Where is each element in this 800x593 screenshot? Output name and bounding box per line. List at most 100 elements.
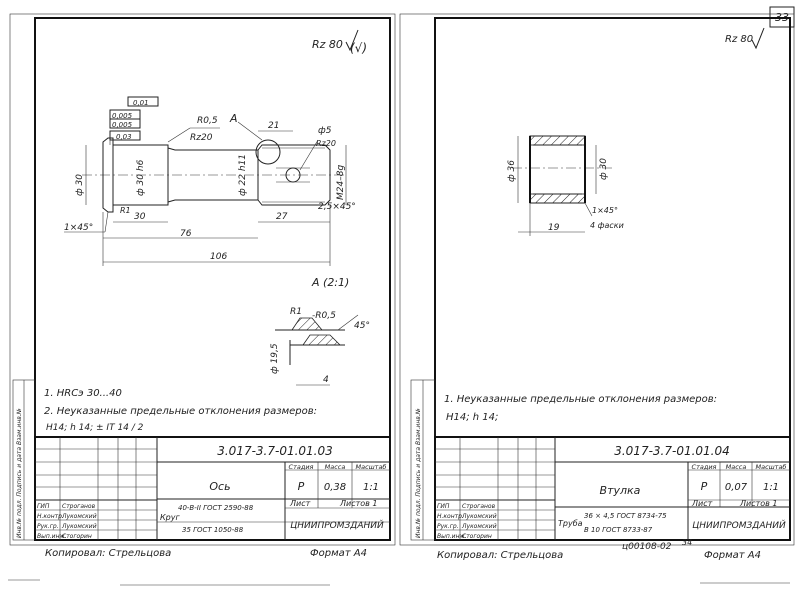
- left-h-mass: Масса: [325, 463, 346, 471]
- left-part-name: Ось: [209, 480, 230, 493]
- right-copied: Копировал: Стрельцова: [437, 550, 563, 561]
- left-person-1: Лукомский: [61, 513, 97, 520]
- right-side-label: Инв.№ подл. Подпись и дата Взам.инв.№: [415, 408, 422, 538]
- right-sheets-label: Листов 1: [739, 499, 778, 508]
- right-sheet-label: Лист: [691, 499, 713, 508]
- left-person-2: Лукомский: [61, 523, 97, 530]
- left-h-scale: Масштаб: [356, 463, 387, 471]
- right-material-bottom: В 10 ГОСТ 8733-87: [584, 526, 653, 534]
- left-material-top: 40-В-II ГОСТ 2590-88: [178, 504, 254, 512]
- left-roughness: Rz 80: [312, 38, 343, 51]
- bushing-drawing: [512, 135, 612, 204]
- tol-2: 0,005: [112, 121, 133, 129]
- tol-3: 0,03: [116, 133, 132, 141]
- dim-21: 21: [268, 121, 279, 131]
- dim-1x45: 1×45°: [64, 223, 93, 233]
- left-side-label: Инв.№ подл. Подпись и дата Взам.инв.№: [16, 408, 23, 538]
- right-note-2: H14; h 14;: [446, 412, 498, 423]
- dim-phi22h11: ф 22 h11: [238, 154, 248, 196]
- left-sheets-label: Листов 1: [339, 499, 378, 508]
- right-material-top: 36 × 4,5 ГОСТ 8734-75: [584, 512, 667, 520]
- right-material-prefix: Труба: [558, 519, 583, 528]
- left-person-3: Стогорин: [62, 533, 92, 540]
- dim-27: 27: [276, 212, 288, 222]
- left-role-0: ГИП: [37, 503, 50, 510]
- detail-4: 4: [323, 375, 329, 385]
- dim-106: 106: [210, 252, 227, 262]
- right-sheet-no: 34: [682, 538, 692, 547]
- right-role-2: Рук.гр.: [437, 523, 459, 530]
- dim-a: A: [229, 112, 238, 125]
- left-outer-border: [9, 13, 396, 546]
- right-org: ЦНИИПРОМЗДАНИЙ: [692, 519, 786, 531]
- left-material-bottom: 35 ГОСТ 1050-88: [182, 526, 244, 534]
- detail-45deg: 45°: [354, 321, 370, 331]
- right-role-1: Н.контр.: [437, 513, 464, 520]
- dim-phi30: ф 30: [75, 174, 85, 196]
- left-org: ЦНИИПРОМЗДАНИЙ: [290, 519, 384, 531]
- dim-rz20a: Rz20: [190, 133, 213, 143]
- detail-a: А (2:1) R1 -R0,5 45° ф 19,5 4: [270, 276, 370, 386]
- tolerance-frames: 0,01 0,005 0,005 0,03: [109, 96, 159, 145]
- right-person-0: Строганов: [462, 503, 496, 510]
- left-copied: Копировал: Стрельцова: [45, 548, 171, 559]
- right-note-1: 1. Неуказанные предельные отклонения раз…: [444, 394, 717, 405]
- right-mass: 0,07: [725, 482, 748, 493]
- dim-25x45: 2,5×45°: [318, 202, 356, 212]
- dim-phi30-right: ф 30: [599, 158, 609, 180]
- dim-m24: М24–8g: [336, 165, 346, 200]
- dim-r05: R0,5: [197, 116, 218, 126]
- left-person-0: Строганов: [62, 503, 96, 510]
- right-roughness-check-icon: [751, 27, 765, 50]
- left-stage: Р: [298, 480, 305, 493]
- right-person-3: Стогорин: [462, 533, 492, 540]
- right-person-2: Лукомский: [461, 523, 497, 530]
- right-h-stage: Стадия: [692, 463, 717, 471]
- dim-rz20b: Rz20: [316, 139, 336, 148]
- right-stage: Р: [701, 480, 708, 493]
- left-role-2: Рук.гр.: [37, 523, 59, 530]
- left-mass: 0,38: [324, 482, 346, 493]
- tol-1: 0,005: [112, 112, 133, 120]
- dim-19: 19: [548, 223, 560, 233]
- dim-4faski: 4 фаски: [590, 221, 624, 230]
- right-outer-border: [399, 13, 795, 546]
- right-scale: 1:1: [763, 482, 779, 493]
- dim-76: 76: [180, 229, 192, 239]
- dim-phi5: ф5: [318, 126, 332, 136]
- dim-1x45-right: 1×45°: [592, 206, 618, 215]
- dim-phi36: ф 36: [507, 160, 517, 182]
- shaft-drawing: [82, 121, 345, 213]
- detail-r1: R1: [290, 307, 302, 317]
- right-person-1: Лукомский: [461, 513, 497, 520]
- right-h-scale: Масштаб: [756, 463, 787, 471]
- right-role-0: ГИП: [437, 503, 450, 510]
- detail-r05: -R0,5: [312, 311, 336, 321]
- right-part-name: Втулка: [600, 484, 641, 497]
- right-role-3: Вып.инж.: [437, 533, 467, 540]
- left-note-2: 2. Неуказанные предельные отклонения раз…: [44, 406, 317, 417]
- left-role-1: Н.контр.: [37, 513, 64, 520]
- right-title-block: 3.017-3.7-01.01.04 Втулка Стадия Масса М…: [434, 436, 791, 541]
- left-roughness-paren: (√): [350, 41, 367, 55]
- left-sheet: Rz 80 (√) 0,01: [9, 13, 396, 559]
- left-note-1: 1. HRCэ 30...40: [44, 388, 122, 399]
- right-order: ц00108-02: [622, 542, 672, 552]
- right-format: Формат А4: [704, 550, 761, 561]
- right-h-mass: Масса: [726, 463, 747, 471]
- left-note-3: H14; h 14; ± IT 14 / 2: [46, 423, 144, 433]
- detail-a-label: А (2:1): [311, 276, 349, 289]
- dim-phi30h6: ф 30 h6: [136, 159, 146, 196]
- left-designation: 3.017-3.7-01.01.03: [217, 444, 333, 458]
- right-sheet: Rz 80 ф 36 ф 30 1×45° 4 фаски 19 1. Неук…: [399, 13, 795, 561]
- dim-r1: R1: [120, 206, 131, 215]
- left-role-3: Вып.инж.: [37, 533, 67, 540]
- right-roughness: Rz 80: [725, 34, 753, 45]
- tol-runout: 0,01: [133, 99, 149, 107]
- left-format: Формат А4: [310, 548, 367, 559]
- detail-phi195: ф 19,5: [270, 343, 280, 374]
- left-material-prefix: Круг: [160, 513, 180, 522]
- left-scale: 1:1: [363, 482, 379, 493]
- left-sheet-label: Лист: [289, 499, 311, 508]
